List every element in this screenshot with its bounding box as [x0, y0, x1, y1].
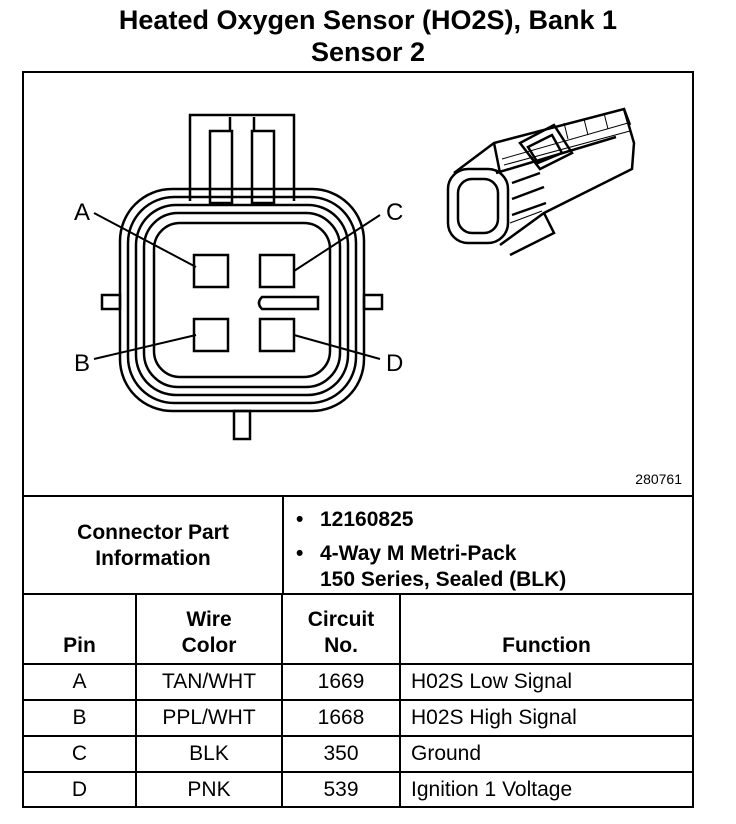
- cell-wire-color: BLK: [135, 735, 283, 773]
- part-number-bullet: • 12160825: [296, 507, 414, 533]
- connector-card: A B C D 280761: [22, 71, 694, 808]
- cell-function: H02S Low Signal: [399, 663, 692, 701]
- connector-info-label: Connector Part Information: [24, 497, 284, 595]
- header-pin: Pin: [24, 593, 137, 665]
- cell-wire-color: PPL/WHT: [135, 699, 283, 737]
- cell-wire-color: PNK: [135, 771, 283, 807]
- pinout-table: Pin Wire Color Circuit No. Function A TA…: [24, 593, 692, 807]
- pin-label-b: B: [74, 350, 90, 377]
- table-row: D PNK 539 Ignition 1 Voltage: [24, 771, 692, 807]
- table-row: B PPL/WHT 1668 H02S High Signal: [24, 699, 692, 737]
- table-header-row: Pin Wire Color Circuit No. Function: [24, 593, 692, 665]
- cell-function: Ignition 1 Voltage: [399, 771, 692, 807]
- bullet-icon: •: [296, 508, 304, 531]
- cell-pin: A: [24, 663, 137, 701]
- cell-circuit: 1669: [281, 663, 401, 701]
- description-bullet: • 4-Way M Metri-Pack 150 Series, Sealed …: [296, 541, 567, 593]
- side-tab-left: [100, 293, 122, 311]
- cell-pin: C: [24, 735, 137, 773]
- cell-pin: B: [24, 699, 137, 737]
- cell-function: Ground: [399, 735, 692, 773]
- cell-wire-color: TAN/WHT: [135, 663, 283, 701]
- part-number: 12160825: [320, 508, 414, 531]
- leader-b: [93, 334, 197, 360]
- pin-label-a: A: [74, 199, 90, 226]
- housing-inner: [152, 221, 332, 379]
- latch-housing: [188, 113, 296, 201]
- latch-slot-right: [250, 129, 276, 205]
- key-slot: [257, 295, 320, 311]
- pin-label-d: D: [386, 350, 403, 377]
- cell-function: H02S High Signal: [399, 699, 692, 737]
- leader-c: [293, 214, 381, 272]
- figure-number: 280761: [635, 471, 682, 487]
- cell-circuit: 1668: [281, 699, 401, 737]
- table-row: C BLK 350 Ground: [24, 735, 692, 773]
- connector-drawing: A B C D: [74, 107, 636, 441]
- cell-circuit: 539: [281, 771, 401, 807]
- cavity-d: [258, 317, 296, 353]
- cell-pin: D: [24, 771, 137, 807]
- header-circuit-no: Circuit No.: [281, 593, 401, 665]
- connector-iso-view: [446, 107, 636, 257]
- title-line-1: Heated Oxygen Sensor (HO2S), Bank 1: [118, 5, 618, 35]
- title-line-2: Sensor 2: [310, 37, 426, 67]
- cell-circuit: 350: [281, 735, 401, 773]
- latch-slot-left: [208, 129, 234, 205]
- leader-d: [293, 334, 381, 360]
- bottom-key: [232, 409, 252, 441]
- connector-info-values: • 12160825 • 4-Way M Metri-Pack 150 Seri…: [284, 497, 692, 595]
- description-line-2: 150 Series, Sealed (BLK): [320, 568, 567, 591]
- connector-part-info: Connector Part Information • 12160825 • …: [24, 495, 692, 595]
- description-line-1: 4-Way M Metri-Pack: [320, 542, 517, 565]
- cavity-c: [258, 253, 296, 289]
- bullet-icon: •: [296, 542, 304, 565]
- cavity-a: [192, 253, 230, 289]
- connector-diagram: A B C D 280761: [24, 73, 692, 495]
- leader-a: [93, 212, 197, 268]
- header-function: Function: [399, 593, 692, 665]
- cavity-b: [192, 317, 230, 353]
- side-tab-right: [362, 293, 384, 311]
- table-row: A TAN/WHT 1669 H02S Low Signal: [24, 663, 692, 701]
- pin-label-c: C: [386, 199, 403, 226]
- header-wire-color: Wire Color: [135, 593, 283, 665]
- page-title: Heated Oxygen Sensor (HO2S), Bank 1 Sens…: [0, 4, 736, 68]
